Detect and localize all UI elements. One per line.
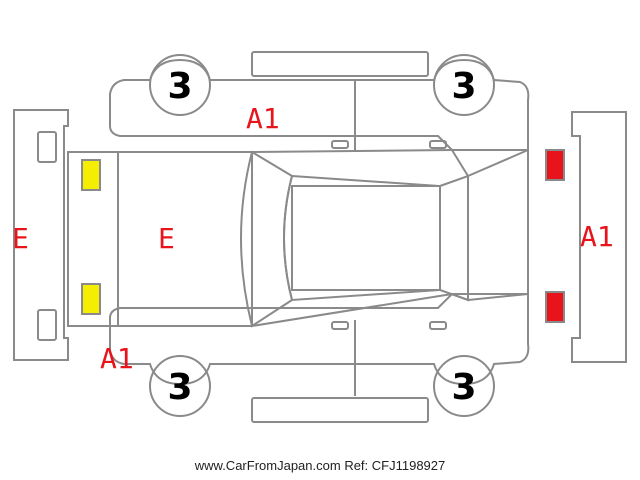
bottom-roof-strip xyxy=(251,397,429,423)
front-bumper-label: E xyxy=(12,222,29,255)
footer-site: www.CarFromJapan.com xyxy=(194,458,341,473)
car-top-view xyxy=(67,149,529,328)
left-headlight xyxy=(81,159,101,191)
front-bumper xyxy=(13,109,69,361)
lower-side-body xyxy=(109,293,530,386)
hood-label: E xyxy=(158,222,175,255)
rear-bumper xyxy=(571,111,627,363)
lower-taillight xyxy=(545,291,565,323)
upper-taillight xyxy=(545,149,565,181)
rear-bumper-label: A1 xyxy=(580,220,614,253)
top-roof-strip xyxy=(251,51,429,77)
upper-left-fender-label: A1 xyxy=(246,102,280,135)
wheel-front-right-number: 3 xyxy=(167,367,192,408)
watermark-footer: www.CarFromJapan.com Ref: CFJ1198927 xyxy=(0,458,640,473)
wheel-rear-left-number: 3 xyxy=(451,66,476,107)
right-headlight xyxy=(81,283,101,315)
lower-left-fender-label: A1 xyxy=(100,342,134,375)
footer-ref: Ref: CFJ1198927 xyxy=(344,458,446,473)
wheel-front-left-number: 3 xyxy=(167,66,192,107)
wheel-rear-right-number: 3 xyxy=(451,367,476,408)
